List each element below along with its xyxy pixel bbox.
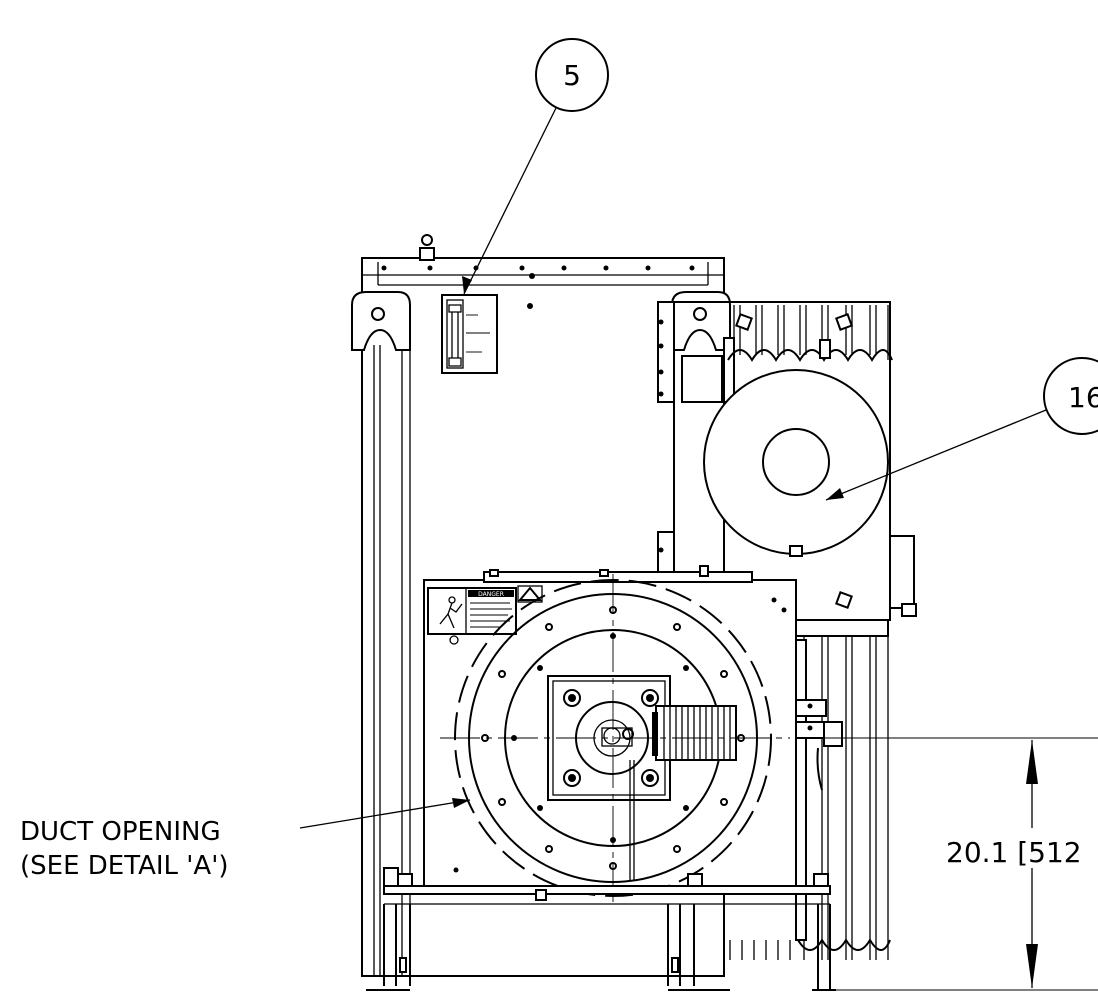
lifting-lug-left xyxy=(351,291,411,351)
callout-16: 16 xyxy=(825,357,1098,501)
lifting-lug-right xyxy=(671,291,731,351)
callout-5: 5 xyxy=(462,38,609,295)
callout-5-number: 5 xyxy=(563,59,581,92)
motor-sheave-assembly xyxy=(657,301,917,960)
duct-opening-leader xyxy=(299,798,471,829)
duct-opening-label: DUCT OPENING xyxy=(20,817,221,847)
dimension-value: 20.1 [512 xyxy=(946,836,1082,869)
blower-housing: DANGER xyxy=(423,565,797,902)
danger-heading: DANGER xyxy=(478,591,504,598)
warning-triangle-icon xyxy=(517,586,543,601)
cabinet-housing xyxy=(361,234,725,977)
danger-warning-label: DANGER xyxy=(427,587,517,635)
duct-opening-detail-ref: (SEE DETAIL 'A') xyxy=(20,851,229,881)
base-frame xyxy=(366,867,836,991)
sight-gauge xyxy=(441,294,498,374)
callout-16-number: 16 xyxy=(1068,381,1098,414)
